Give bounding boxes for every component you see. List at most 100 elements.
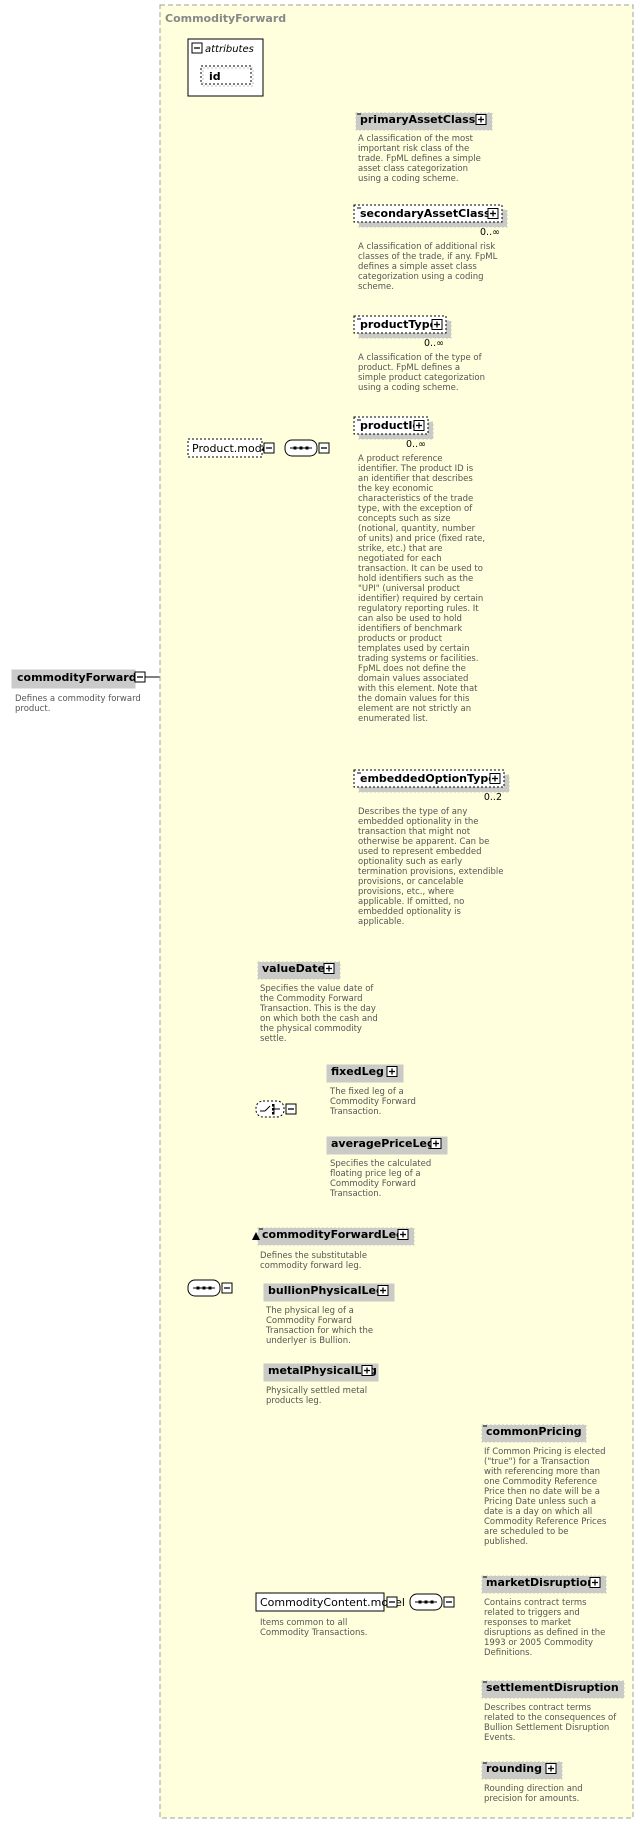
main-sequence[interactable] <box>187 1279 221 1297</box>
element-averagePriceLeg[interactable]: averagePriceLeg <box>324 1134 446 1153</box>
sequence-dot <box>208 1286 212 1290</box>
element-settlementDisruption[interactable]: settlementDisruption <box>479 1678 623 1697</box>
fixedLeg-doc-line: Transaction. <box>329 1107 381 1117</box>
element-label: bullionPhysicalLeg <box>268 1284 384 1297</box>
secondaryAssetClass-expand-icon[interactable] <box>487 208 499 219</box>
productType-expand-icon[interactable] <box>431 319 443 330</box>
element-label: fixedLeg <box>331 1065 384 1078</box>
element-bullionPhysicalLeg[interactable]: bullionPhysicalLeg <box>261 1281 393 1300</box>
element-secondaryAssetClass[interactable]: secondaryAssetClass <box>353 204 506 226</box>
element-label: valueDate <box>262 962 325 975</box>
product-model-box[interactable] <box>187 438 263 458</box>
productId-doc-line: with this element. Note that <box>358 684 478 694</box>
commodity-content-collapse-icon[interactable] <box>386 1596 398 1608</box>
primaryAssetClass-doc-line: trade. FpML defines a simple <box>358 154 481 164</box>
product-model-collapse-icon[interactable] <box>263 442 275 454</box>
product-model-sequence-collapse-icon[interactable] <box>318 442 330 454</box>
element-marketDisruption[interactable]: marketDisruption <box>479 1573 605 1592</box>
embeddedOptionType-doc-line: provisions, etc., where <box>358 887 454 897</box>
fixedLeg-expand-icon[interactable] <box>386 1066 398 1077</box>
element-box[interactable] <box>261 1281 393 1300</box>
embeddedOptionType-doc-line: applicable. If omitted, no <box>358 897 464 907</box>
bullionPhysicalLeg-expand-icon[interactable] <box>377 1285 389 1296</box>
productType-doc-line: simple product categorization <box>358 373 485 383</box>
metalPhysicalLeg-doc-line: Physically settled metal <box>266 1386 367 1396</box>
element-box[interactable] <box>479 1759 561 1778</box>
secondaryAssetClass-doc-line: A classification of additional risk <box>358 242 495 252</box>
element-commonPricing[interactable]: commonPricing <box>479 1422 585 1441</box>
metalPhysicalLeg-expand-icon[interactable] <box>361 1365 373 1376</box>
bullionPhysicalLeg-doc-line: Transaction for which the <box>265 1326 373 1336</box>
productId-doc-line: identifiers of benchmark <box>358 624 462 634</box>
substitution-arrow-icon <box>252 1232 260 1240</box>
attribute-id-label: id <box>209 70 221 83</box>
product-model-sequence[interactable] <box>284 439 318 457</box>
element-box[interactable] <box>353 769 505 788</box>
root-element-box[interactable] <box>9 667 134 687</box>
commonPricing-doc-line: date is a day on which all <box>484 1507 592 1517</box>
element-valueDate[interactable]: valueDate <box>255 959 339 978</box>
element-fixedLeg[interactable]: fixedLeg <box>324 1062 402 1081</box>
value-date-doc-line: the physical commodity <box>260 1024 362 1034</box>
sequence-dot <box>418 1600 422 1604</box>
element-productType[interactable]: productType <box>353 315 450 337</box>
marketDisruption-doc-line: Contains contract terms <box>484 1598 587 1608</box>
element-box[interactable] <box>479 1573 605 1592</box>
averagePriceLeg-expand-icon[interactable] <box>430 1138 442 1149</box>
sequence-dot <box>299 446 303 450</box>
commodity-content-box[interactable] <box>255 1592 385 1612</box>
legs-choice[interactable] <box>255 1100 285 1118</box>
bullionPhysicalLeg-doc-line: The physical leg of a <box>265 1306 354 1316</box>
productId-doc-line: characteristics of the trade <box>358 494 473 504</box>
embeddedOptionType-doc-line: embedded optionality is <box>358 907 461 917</box>
commodity-content-group[interactable]: CommodityContent.model <box>255 1592 405 1612</box>
attribute-id-box[interactable] <box>200 65 252 85</box>
cardinality-productType: 0..∞ <box>424 338 444 349</box>
main-sequence-collapse-icon[interactable] <box>221 1282 233 1294</box>
root-element-label: commodityForward <box>17 671 137 684</box>
element-box[interactable] <box>479 1678 623 1697</box>
averagePriceLeg-doc-line: floating price leg of a <box>330 1169 421 1179</box>
element-productId[interactable]: productId <box>353 416 432 438</box>
embeddedOptionType-expand-icon[interactable] <box>489 773 501 784</box>
rounding-expand-icon[interactable] <box>545 1763 557 1774</box>
element-box[interactable] <box>324 1062 402 1081</box>
element-box[interactable] <box>324 1134 446 1153</box>
legs-choice-collapse-icon[interactable] <box>285 1103 297 1115</box>
element-box[interactable] <box>353 204 503 223</box>
commodityForwardLeg-expand-icon[interactable] <box>397 1229 409 1240</box>
element-box[interactable] <box>353 416 429 435</box>
value-date-doc-line: Specifies the value date of <box>260 984 374 994</box>
element-metalPhysicalLeg[interactable]: metalPhysicalLeg <box>261 1361 377 1380</box>
commodity-content-sequence[interactable] <box>409 1593 443 1611</box>
element-box[interactable] <box>353 315 447 334</box>
sequence-dot <box>196 1286 200 1290</box>
sequence-dot <box>305 446 309 450</box>
embeddedOptionType-doc-line: Describes the type of any <box>358 807 467 817</box>
settlementDisruption-doc-line: related to the consequences of <box>484 1713 617 1723</box>
commodity-content-doc-line: Commodity Transactions. <box>260 1628 367 1638</box>
element-rounding[interactable]: rounding <box>479 1759 561 1778</box>
element-box[interactable] <box>353 110 491 129</box>
element-commodityForwardLeg[interactable]: commodityForwardLeg <box>255 1225 413 1244</box>
legs-choice-shape[interactable] <box>255 1100 285 1118</box>
marketDisruption-expand-icon[interactable] <box>589 1577 601 1588</box>
productId-doc-line: products or product <box>358 634 443 644</box>
element-embeddedOptionType[interactable]: embeddedOptionType <box>353 769 508 791</box>
commodity-content-sequence-collapse-icon[interactable] <box>443 1596 455 1608</box>
productId-doc-line: enumerated list. <box>358 714 428 724</box>
productId-doc-line: domain values associated <box>358 674 468 684</box>
valueDate-expand-icon[interactable] <box>323 963 335 974</box>
attributes-collapse-icon[interactable] <box>191 42 203 54</box>
element-box[interactable] <box>479 1422 585 1441</box>
element-primaryAssetClass[interactable]: primaryAssetClass <box>353 110 491 129</box>
root-collapse-icon[interactable] <box>134 671 146 683</box>
product-model-group[interactable]: Product.model <box>187 438 272 458</box>
element-box[interactable] <box>261 1361 377 1380</box>
element-box[interactable] <box>255 959 339 978</box>
productId-expand-icon[interactable] <box>413 420 425 431</box>
cardinality-productId: 0..∞ <box>406 439 426 450</box>
primaryAssetClass-expand-icon[interactable] <box>475 114 487 125</box>
metalPhysicalLeg-doc-line: products leg. <box>266 1396 322 1406</box>
commonPricing-doc-line: Price then no date will be a <box>484 1487 600 1497</box>
